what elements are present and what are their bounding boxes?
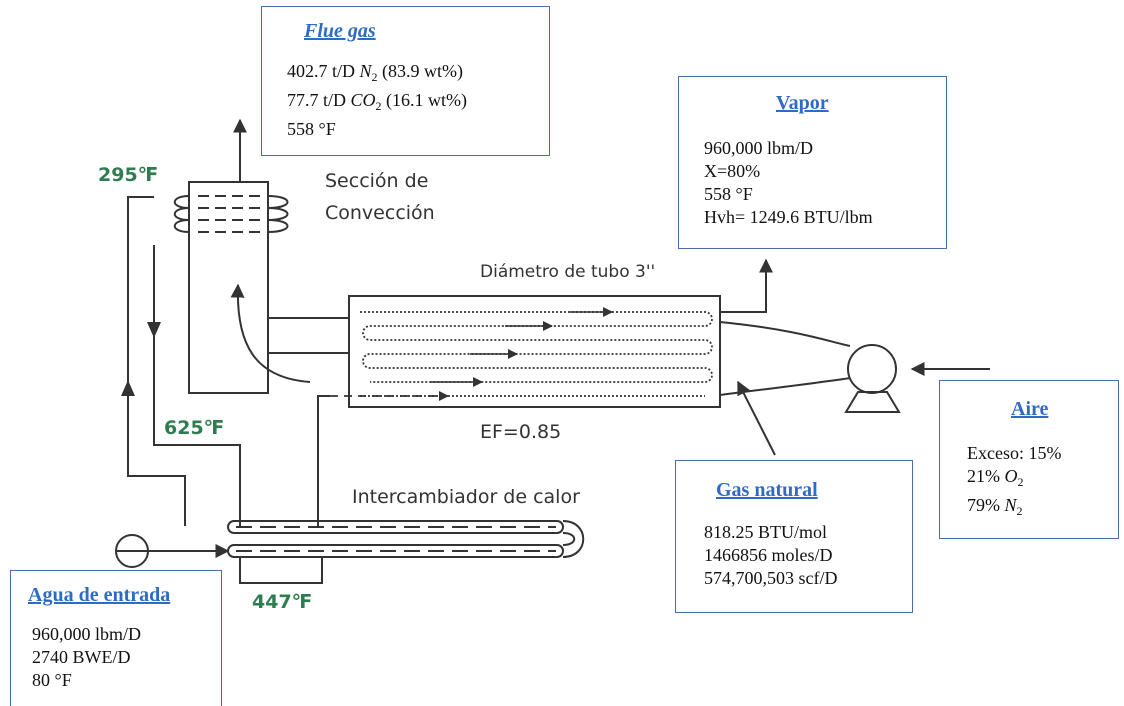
flue-gas-box: Flue gas 402.7 t/D N2 (83.9 wt%) 77.7 t/… xyxy=(261,6,550,156)
aire-box: Aire Exceso: 15% 21% O2 79% N2 xyxy=(939,380,1119,539)
vapor-title: Vapor xyxy=(776,92,829,114)
agua-entrada-title: Agua de entrada xyxy=(28,584,171,606)
convection-section-body xyxy=(188,181,269,394)
agua-entrada-values: 960,000 lbm/D 2740 BWE/D 80 °F xyxy=(32,623,141,692)
temp-625: 625℉ xyxy=(164,417,225,439)
furnace-serpentine-tube xyxy=(360,311,713,397)
aire-line-exceso: Exceso: 15% xyxy=(967,443,1062,463)
blower-base xyxy=(844,391,901,413)
feed-to-furnace xyxy=(317,395,330,526)
vapor-line: X=80% xyxy=(704,161,761,181)
agua-line: 960,000 lbm/D xyxy=(32,624,142,644)
aire-line-o2: 21% O2 xyxy=(967,466,1024,489)
flue-gas-line-n2: 402.7 t/D N2 (83.9 wt%) xyxy=(287,61,464,84)
agua-line: 2740 BWE/D xyxy=(32,647,131,667)
flue-gas-title: Flue gas xyxy=(304,20,376,42)
temp-295: 295℉ xyxy=(98,164,159,186)
agua-entrada-box: Agua de entrada 960,000 lbm/D 2740 BWE/D… xyxy=(10,570,222,706)
aire-line-n2: 79% N2 xyxy=(967,495,1023,518)
exchanger-lower-shell xyxy=(239,556,323,584)
gas-natural-box: Gas natural 818.25 BTU/mol 1466856 moles… xyxy=(675,460,913,613)
flue-gas-line-co2: 77.7 t/D CO2 (16.1 wt%) xyxy=(287,90,468,113)
convection-coil xyxy=(173,195,289,233)
vapor-box: Vapor 960,000 lbm/D X=80% 558 °F Hvh= 12… xyxy=(678,76,947,249)
gas-natural-line: 574,700,503 scf/D xyxy=(704,568,838,588)
heat-exchanger-label: Intercambiador de calor xyxy=(352,486,580,508)
aire-title: Aire xyxy=(1011,398,1049,420)
gas-natural-line: 1466856 moles/D xyxy=(704,545,833,565)
vapor-line: 960,000 lbm/D xyxy=(704,138,814,158)
convection-label-line2: Convección xyxy=(325,202,435,224)
water-riser xyxy=(127,386,186,526)
air-duct-top xyxy=(719,321,851,347)
hot-gas-curved-arrow xyxy=(230,283,311,383)
vapor-line: 558 °F xyxy=(704,184,753,204)
blower xyxy=(847,344,897,394)
tube-diameter-label: Diámetro de tubo 3'' xyxy=(480,262,656,282)
water-to-convection xyxy=(127,196,154,388)
efficiency-label: EF=0.85 xyxy=(480,421,562,443)
water-downcomer xyxy=(153,245,241,526)
flue-gas-values: 402.7 t/D N2 (83.9 wt%) 77.7 t/D CO2 (16… xyxy=(287,60,467,141)
vapor-line: Hvh= 1249.6 BTU/lbm xyxy=(704,207,873,227)
gas-inlet-arrow xyxy=(737,380,776,456)
flue-gas-line-temp: 558 °F xyxy=(287,119,336,139)
convection-label-line1: Sección de xyxy=(325,170,429,192)
gas-natural-values: 818.25 BTU/mol 1466856 moles/D 574,700,5… xyxy=(704,521,838,590)
furnace-body xyxy=(348,295,721,408)
agua-line: 80 °F xyxy=(32,670,72,690)
gas-natural-line: 818.25 BTU/mol xyxy=(704,522,828,542)
aire-values: Exceso: 15% 21% O2 79% N2 xyxy=(967,442,1061,523)
vapor-values: 960,000 lbm/D X=80% 558 °F Hvh= 1249.6 B… xyxy=(704,137,873,229)
heat-exchanger xyxy=(227,520,585,558)
steam-outlet-arrow xyxy=(720,258,773,313)
temp-447: 447℉ xyxy=(252,591,313,613)
gas-natural-title: Gas natural xyxy=(716,479,818,501)
